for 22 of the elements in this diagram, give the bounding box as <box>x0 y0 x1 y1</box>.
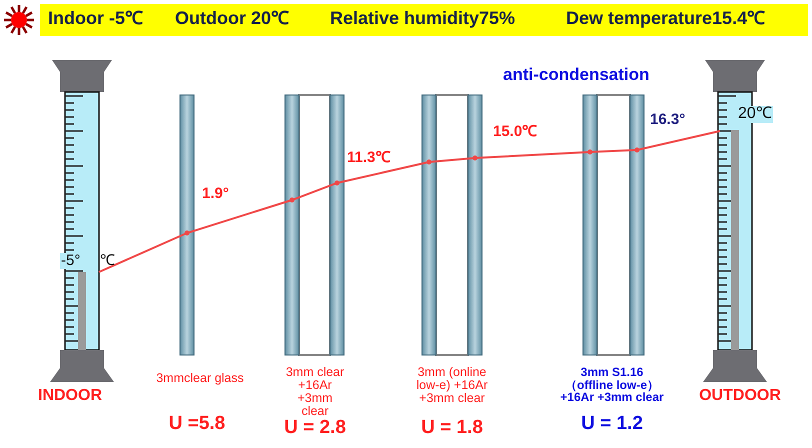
temperature-label: -5° <box>60 253 82 269</box>
glass-spec-text: 3mm S1.16 （offline low-e） +16Ar +3mm clear <box>559 366 665 404</box>
header-text: Outdoor 20℃ <box>175 9 290 28</box>
glass-spec-text: 3mmclear glass <box>155 372 245 386</box>
temperature-label: 16.3° <box>650 112 686 128</box>
glass-spec-text: 3mm (online low-e) +16Ar +3mm clear <box>415 366 489 406</box>
side-label: OUTDOOR <box>698 388 782 405</box>
u-value-text: U = 1.8 <box>420 418 484 438</box>
temperature-label: 15.0℃ <box>493 124 538 140</box>
u-value-text: U = 1.2 <box>580 414 644 434</box>
temperature-label: ℃ <box>100 253 115 269</box>
header-text: Indoor -5℃ <box>48 9 143 28</box>
temperature-label: 1.9° <box>202 186 229 202</box>
header-text: Dew temperature15.4℃ <box>566 9 766 28</box>
u-value-text: U = 2.8 <box>283 418 347 438</box>
header-text: Relative humidity75% <box>330 9 516 28</box>
glass-spec-text: 3mm clear +16Ar +3mm clear <box>284 366 346 418</box>
annotation-text: anti-condensation <box>503 66 650 84</box>
temperature-label: 20℃ <box>737 106 773 123</box>
temperature-label: 11.3℃ <box>347 150 390 166</box>
u-value-text: U =5.8 <box>168 414 226 434</box>
side-label: INDOOR <box>37 388 103 405</box>
